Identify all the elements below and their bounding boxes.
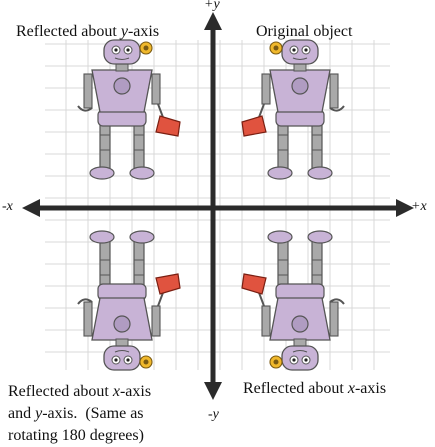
axis-label-plus-x: +x [411, 199, 427, 214]
axis-label-minus-x: -x [2, 199, 13, 214]
x-axis [22, 199, 414, 217]
caption-rotated-line3-text: rotating 180 degrees) [8, 427, 144, 444]
caption-reflected-y-suffix: -axis [127, 23, 160, 40]
caption-rotated-line1-suffix: -axis [119, 383, 152, 400]
caption-reflected-y: Reflected about y-axis [16, 24, 159, 40]
caption-reflected-x: Reflected about x-axis [243, 381, 386, 397]
caption-rotated-line2-suffix: -axis. (Same as [42, 405, 144, 422]
y-axis-down-arrow [204, 382, 222, 400]
caption-rotated-line1-prefix: Reflected about [8, 383, 113, 400]
caption-reflected-x-axis: x [347, 380, 355, 397]
caption-reflected-y-axis: y [120, 23, 128, 40]
caption-rotated-line2-axis: y [35, 405, 43, 422]
y-axis [204, 12, 222, 400]
caption-original: Original object [256, 24, 352, 40]
caption-rotated-line2: and y-axis. (Same as [8, 403, 151, 425]
y-axis-up-arrow [204, 12, 222, 30]
x-axis-left-arrow [22, 199, 40, 217]
axis-label-minus-y: -y [208, 407, 219, 422]
axis-label-plus-y: +y [204, 0, 220, 12]
caption-rotated-line2-prefix: and [8, 405, 36, 422]
caption-reflected-x-prefix: Reflected about [243, 380, 348, 397]
caption-rotated-line3: rotating 180 degrees) [8, 425, 151, 447]
caption-reflected-y-prefix: Reflected about [16, 23, 121, 40]
caption-rotated-line1-axis: x [112, 383, 120, 400]
x-axis-right-arrow [396, 199, 414, 217]
caption-rotated-180: Reflected about x-axis and y-axis. (Same… [8, 381, 151, 447]
caption-reflected-x-suffix: -axis [354, 380, 387, 397]
caption-rotated-line1: Reflected about x-axis [8, 381, 151, 403]
caption-original-text: Original object [256, 23, 353, 40]
